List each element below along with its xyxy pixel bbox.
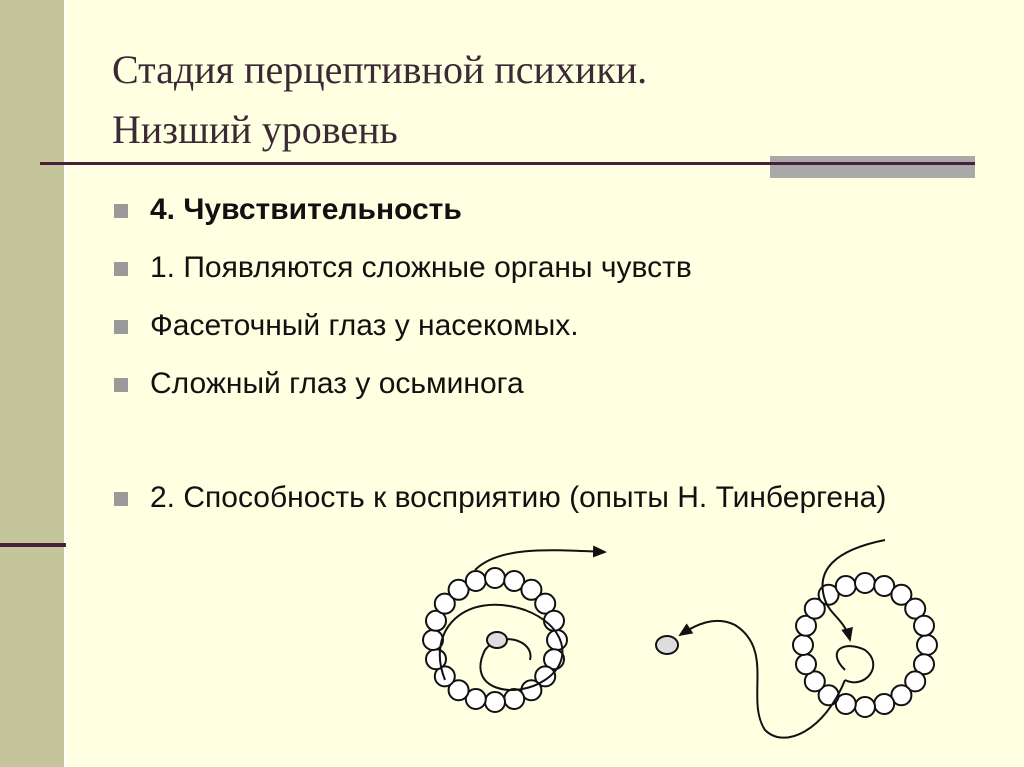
- pinecone-icon: [913, 614, 935, 637]
- pinecone-icon: [834, 575, 857, 597]
- pinecone-icon: [447, 578, 470, 601]
- pinecone-icon: [447, 679, 470, 702]
- pinecone-ring-right: [792, 572, 938, 718]
- bullet-marker-icon: [114, 204, 128, 218]
- bullet-marker-icon: [114, 492, 128, 506]
- pinecone-icon: [854, 572, 876, 594]
- wasp-path-right-loop: [835, 645, 875, 684]
- pinecone-icon: [795, 614, 817, 637]
- bullet-marker-icon: [114, 378, 128, 392]
- title-divider: [40, 162, 975, 165]
- pinecone-icon: [890, 684, 913, 707]
- pinecone-icon: [543, 609, 565, 632]
- pinecone-icon: [803, 670, 826, 693]
- pinecone-icon: [904, 597, 927, 620]
- tinbergen-experiment-illustration: [422, 539, 938, 739]
- pinecone-icon: [534, 665, 557, 688]
- pinecone-icon: [834, 693, 857, 715]
- slide-title-line-1: Стадия перцептивной психики.: [112, 47, 648, 92]
- bullet-text: 2. Способность к восприятию (опыты Н. Ти…: [150, 481, 887, 514]
- wasp-path-left: [474, 545, 607, 571]
- left-decor-bar: [0, 543, 66, 547]
- pinecone-icon: [904, 670, 927, 693]
- bullet-text: Сложный глаз у осьминога: [150, 367, 524, 400]
- pinecone-icon: [484, 691, 506, 713]
- pinecone-icon: [795, 653, 817, 676]
- wasp-path-right: [821, 539, 886, 642]
- bullet-marker-icon: [114, 262, 128, 276]
- bullet-item-complex-senses: 1. Появляются сложные органы чувств: [114, 248, 692, 288]
- bullet-item-faceted-eye: Фасеточный глаз у насекомых.: [114, 306, 579, 346]
- pinecone-icon: [913, 653, 935, 676]
- pinecone-icon: [425, 609, 447, 632]
- bullet-text: 1. Появляются сложные органы чувств: [150, 251, 692, 284]
- bullet-item-perception: 2. Способность к восприятию (опыты Н. Ти…: [114, 478, 994, 518]
- pinecone-icon: [534, 592, 557, 615]
- wasp-path-right-exit: [678, 619, 846, 739]
- pinecone-icon: [873, 575, 896, 597]
- pinecone-icon: [433, 665, 456, 688]
- pinecone-icon: [464, 570, 487, 592]
- wasp-icon: [486, 631, 508, 649]
- pinecone-icon: [520, 578, 543, 601]
- pinecone-icon: [425, 648, 447, 671]
- pinecone-icon: [890, 583, 913, 606]
- pinecone-icon: [484, 567, 506, 589]
- pinecone-icon: [854, 696, 876, 718]
- bullet-text: 4. Чувствительность: [150, 193, 462, 226]
- wasp-icon: [655, 635, 679, 655]
- left-decor-strip: [0, 0, 66, 767]
- slide-title: Стадия перцептивной психики. Низший уров…: [112, 40, 972, 160]
- pinecone-icon: [464, 688, 487, 710]
- pinecone-icon: [873, 693, 896, 715]
- bullet-item-sensitivity: 4. Чувствительность: [114, 190, 462, 230]
- title-divider-accent: [770, 156, 975, 178]
- pinecone-icon: [916, 634, 938, 656]
- pinecone-icon: [503, 570, 526, 592]
- slide-title-line-2: Низший уровень: [112, 107, 398, 152]
- pinecone-icon: [803, 597, 826, 620]
- pinecone-icon: [792, 634, 814, 656]
- pinecone-icon: [433, 592, 456, 615]
- pinecone-icon: [503, 688, 526, 710]
- bullet-text: Фасеточный глаз у насекомых.: [150, 309, 579, 342]
- bullet-marker-icon: [114, 320, 128, 334]
- bullet-item-octopus-eye: Сложный глаз у осьминога: [114, 364, 524, 404]
